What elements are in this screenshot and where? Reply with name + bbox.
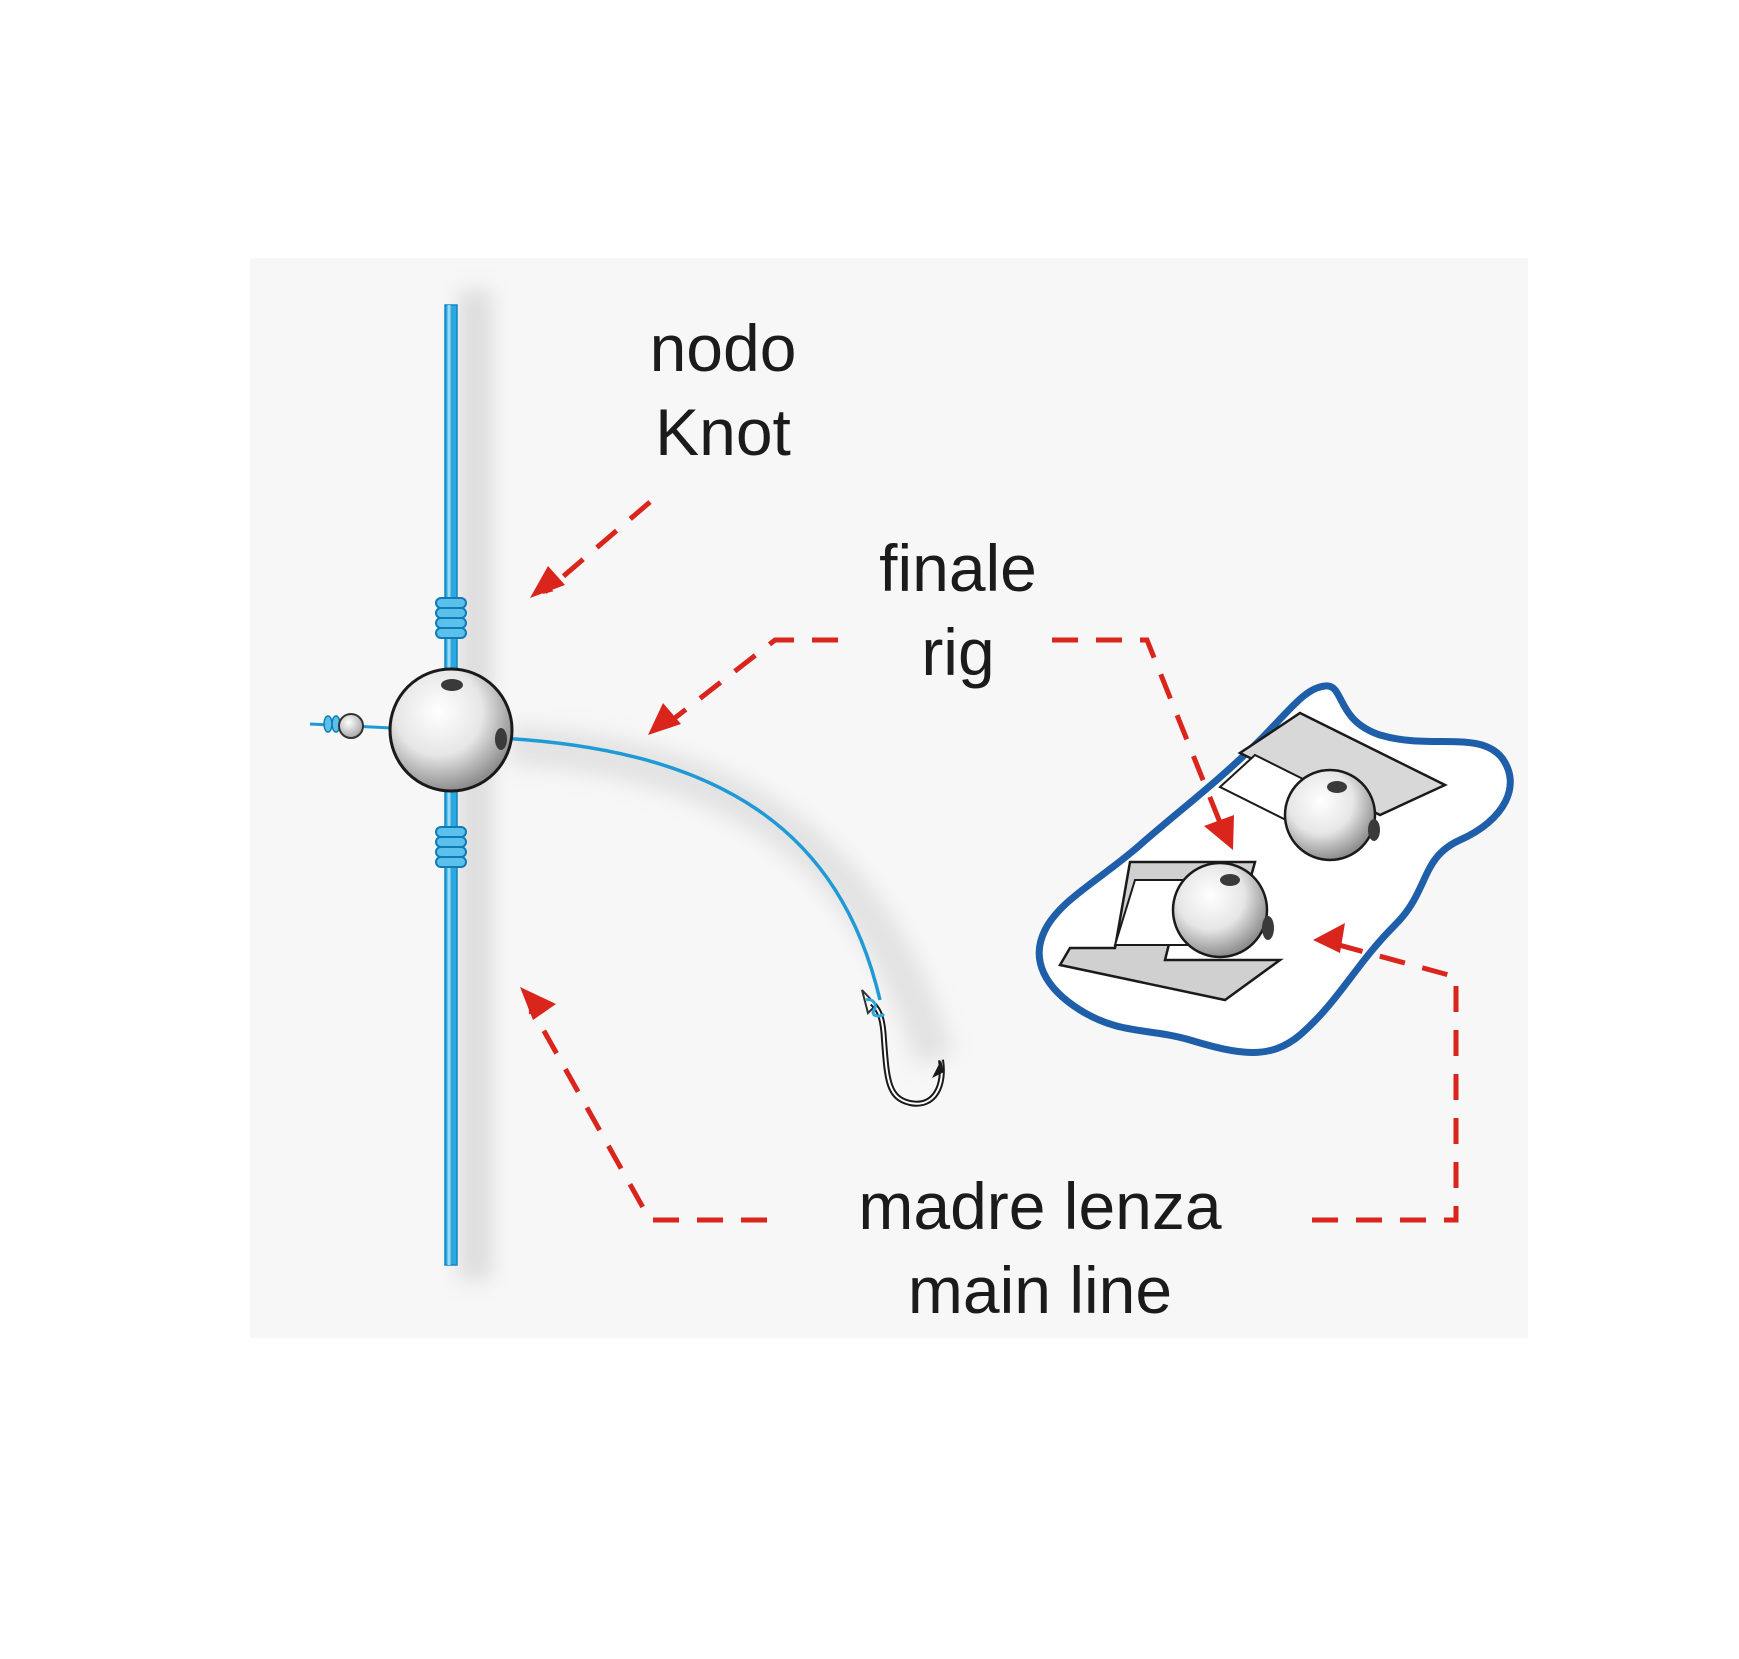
bead-hole-icon [1368,819,1380,841]
knot-arrowhead [530,566,565,598]
mainline-arrow-left [527,1003,767,1223]
rig-arrowhead-right [1204,815,1234,850]
bead-hole-icon [1262,916,1274,940]
label-mainline-it: madre lenza [858,1169,1222,1243]
knot-arrow [542,500,652,594]
label-knot-it: nodo [649,311,797,385]
small-bead-icon [338,713,364,739]
label-knot-en: Knot [655,395,791,469]
lower-knot-coil [435,826,467,868]
tray-bead-back [1283,768,1377,862]
mainline-arrowhead-right [1313,923,1345,953]
rig-arrowhead-left [648,703,681,735]
mainline-arrow-right [1312,939,1459,1223]
bead-hole-icon [1327,781,1347,793]
mainline-arrowhead-left [520,987,556,1020]
label-rig-en: rig [921,615,995,689]
bead-tray-inset [1035,682,1514,1056]
leader-line [499,736,882,1001]
leader-shadow [508,725,955,1066]
bead-hole-icon [1220,874,1240,886]
label-rig-it: finale [879,531,1037,605]
side-stub [309,713,393,739]
rig-arrow-left [659,637,838,730]
label-mainline-en: main line [907,1253,1173,1327]
crossed-bead-icon [388,667,514,793]
small-knot-icon [323,715,341,733]
tray-bead-front [1171,861,1269,959]
rig-arrow-right [1052,637,1228,838]
upper-knot-coil [435,597,467,639]
hook-icon [861,989,945,1107]
